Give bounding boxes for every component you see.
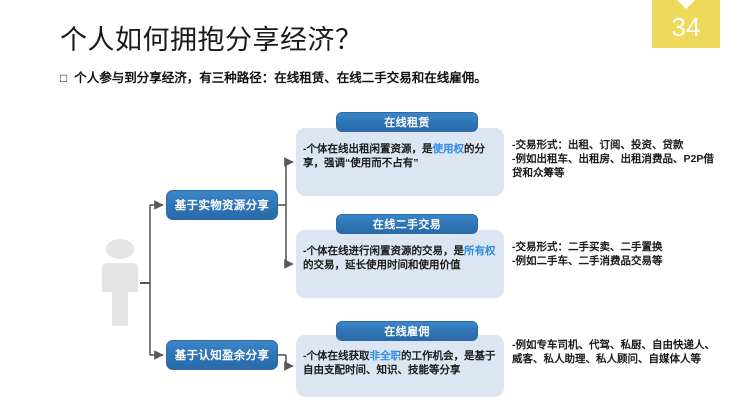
- branch-box-physical-resources[interactable]: 基于实物资源分享: [166, 190, 278, 220]
- page-title: 个人如何拥抱分享经济？: [60, 25, 363, 55]
- panel-body-text-post: 的分享，强调“使用而不占有”: [303, 143, 485, 169]
- note-online-hiring: -例如专车司机、代驾、私厨、自由快递人、威客、私人助理、私人顾问、自媒体人等: [512, 338, 717, 366]
- panel-online-hiring: [296, 335, 504, 397]
- note-online-rental: -交易形式：出租、订阅、投资、贷款 -例如出租车、出租房、出租消费品、P2P借贷…: [512, 138, 717, 180]
- panel-online-rental: [296, 128, 504, 196]
- note-line: -交易形式：出租、订阅、投资、贷款: [512, 139, 684, 151]
- note-line: -交易形式：二手买卖、二手置换: [512, 241, 663, 253]
- panel-header-online-hiring[interactable]: 在线雇佣: [336, 321, 478, 341]
- panel-online-secondhand: [296, 230, 504, 298]
- panel-header-online-rental[interactable]: 在线租赁: [336, 112, 478, 132]
- note-line: -例如专车司机、代驾、私厨、自由快递人、威客、私人助理、私人顾问、自媒体人等: [512, 339, 715, 365]
- panel-body-highlight: 使用权: [432, 143, 465, 155]
- page-number-label: 34: [671, 12, 701, 42]
- person-icon: [102, 239, 138, 326]
- note-line: -例如出租车、出租房、出租消费品、P2P借贷和众筹等: [512, 153, 714, 179]
- panel-body-text-pre: -个体在线获取: [303, 350, 370, 362]
- square-bullet-icon: □: [60, 71, 68, 85]
- panel-body-highlight: 所有权: [464, 245, 496, 257]
- panel-body-text-pre: -个体在线进行闲置资源的交易，是: [303, 245, 464, 257]
- panel-body-online-secondhand: -个体在线进行闲置资源的交易，是所有权的交易，延长使用时间和使用价值: [303, 244, 499, 272]
- page-number-badge: 34: [652, 0, 720, 48]
- panel-body-online-hiring: -个体在线获取非全职的工作机会，是基于自由支配时间、知识、技能等分享: [303, 349, 499, 377]
- subtitle-row: □ 个人参与到分享经济，有三种路径：在线租赁、在线二手交易和在线雇佣。: [60, 70, 487, 86]
- badge-notch-icon: [677, 0, 695, 9]
- panel-body-highlight: 非全职: [369, 350, 402, 362]
- panel-body-online-rental: -个体在线出租闲置资源，是使用权的分享，强调“使用而不占有”: [303, 142, 499, 170]
- note-line: -例如二手车、二手消费品交易等: [512, 255, 663, 267]
- subtitle-text: 个人参与到分享经济，有三种路径：在线租赁、在线二手交易和在线雇佣。: [74, 71, 487, 85]
- panel-body-text-post: 的工作机会，是基于自由支配时间、知识、技能等分享: [303, 350, 496, 376]
- panel-body-text-post: 的交易，延长使用时间和使用价值: [303, 259, 461, 271]
- panel-header-online-secondhand[interactable]: 在线二手交易: [336, 214, 478, 234]
- note-online-secondhand: -交易形式：二手买卖、二手置换 -例如二手车、二手消费品交易等: [512, 240, 717, 268]
- branch-box-cognitive-surplus[interactable]: 基于认知盈余分享: [166, 340, 278, 370]
- panel-body-text-pre: -个体在线出租闲置资源，是: [303, 143, 433, 155]
